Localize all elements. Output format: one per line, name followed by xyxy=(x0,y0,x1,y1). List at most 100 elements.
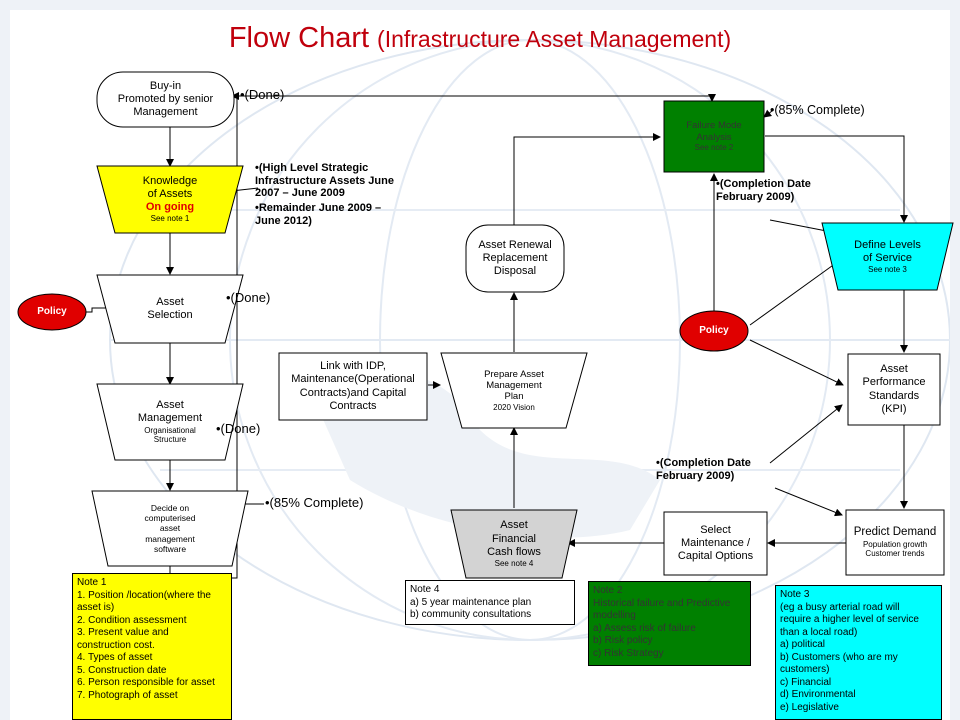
pointer-failure-status xyxy=(763,109,773,118)
link-line-4: Contracts xyxy=(329,399,377,412)
computerised-line-3: asset xyxy=(159,523,181,534)
performance-line-3: Standards xyxy=(868,389,920,402)
predict-sub-1: Population growth xyxy=(862,539,928,549)
levels-note-ref: See note 3 xyxy=(868,264,907,274)
arrow-policy-levels xyxy=(749,257,844,326)
note3-line: (eg a busy arterial road will xyxy=(780,601,900,613)
node-performance: Asset Performance Standards (KPI) xyxy=(848,354,940,425)
note2-line: a) Assess risk of failure xyxy=(593,622,696,634)
note2-line: modelling xyxy=(593,610,636,621)
node-policy-left: Policy xyxy=(18,294,86,330)
node-policy-left-shape xyxy=(17,293,87,331)
annotation-buyin: •(Done) xyxy=(240,87,285,102)
node-renewal: Asset Renewal Replacement Disposal xyxy=(466,225,564,292)
node-prepare: Prepare Asset Management Plan 2020 Visio… xyxy=(462,353,566,428)
performance-line-2: Performance xyxy=(862,376,926,389)
node-knowledge-shape xyxy=(96,165,244,234)
arrow-loop-failure xyxy=(169,94,716,579)
note-1: Note 1 1. Position /location(where the a… xyxy=(72,573,232,720)
node-financial-shape xyxy=(450,509,578,579)
financial-line-3: Cash flows xyxy=(487,545,541,558)
arrow-failure-levels xyxy=(765,135,908,223)
management-sub-2: Structure xyxy=(153,435,187,445)
note1-line: 2. Condition assessment xyxy=(77,614,187,626)
node-selection: Asset Selection xyxy=(115,275,225,343)
node-select-shape xyxy=(663,511,768,576)
node-predict: Predict Demand Population growth Custome… xyxy=(846,510,944,575)
computerised-line-2: computerised xyxy=(144,513,196,524)
node-policy-right-shape xyxy=(679,310,749,352)
note2-line: Historical failure and Predictive xyxy=(593,597,731,609)
note-3: Note 3 (eg a busy arterial road will req… xyxy=(775,585,942,720)
buyin-line-2: Promoted by senior xyxy=(117,92,214,105)
knowledge-status: On going xyxy=(145,201,195,214)
node-computerised: Decide on computerised asset management … xyxy=(108,491,232,566)
note1-line: 4. Types of asset xyxy=(77,652,153,663)
policy-left-label: Policy xyxy=(37,306,67,317)
annotation-failure-date: •(Completion Date February 2009) xyxy=(716,178,811,203)
node-renewal-shape xyxy=(465,224,565,293)
node-failure: Failure Mode Analysis See note 2 xyxy=(664,101,764,172)
note3-line: Note 3 xyxy=(780,589,810,600)
prepare-line-3: Plan xyxy=(504,391,524,403)
note4-line: a) 5 year maintenance plan xyxy=(410,596,532,608)
knowledge-line-1: Knowledge xyxy=(142,174,198,187)
annotation-knowledge-1: •(High Level Strategic Infrastructure As… xyxy=(255,162,394,200)
computerised-line-5: software xyxy=(153,543,187,554)
management-sub-1: Organisational xyxy=(144,425,196,435)
buyin-line-3: Management xyxy=(133,106,198,119)
note1-line: 5. Construction date xyxy=(77,664,167,676)
renewal-line-3: Disposal xyxy=(493,265,537,278)
node-select: Select Maintenance / Capital Options xyxy=(664,512,767,575)
pointer-performance-date xyxy=(769,404,843,464)
annotation-management: •(Done) xyxy=(216,421,261,436)
arrow-policy-performance xyxy=(749,339,844,386)
selection-line-1: Asset xyxy=(156,295,184,308)
slide-title: Flow Chart (Infrastructure Asset Manageme… xyxy=(0,22,960,55)
annotation-selection: •(Done) xyxy=(226,290,271,305)
node-management: Asset Management Organisational Structur… xyxy=(115,384,225,460)
policy-right-label: Policy xyxy=(699,325,729,336)
predict-title: Predict Demand xyxy=(853,526,937,538)
title-main: Flow Chart xyxy=(228,22,370,54)
prepare-sub: 2020 Vision xyxy=(493,402,535,412)
note2-line: Note 2 xyxy=(593,585,623,596)
note-2: Note 2 Historical failure and Predictive… xyxy=(588,581,751,666)
arrow-renewal-failure xyxy=(513,133,661,225)
node-failure-shape xyxy=(663,100,765,173)
node-selection-shape xyxy=(96,274,244,344)
note1-line: 7. Photograph of asset xyxy=(77,689,178,701)
management-line-1: Asset xyxy=(156,399,184,412)
levels-line-1: Define Levels xyxy=(854,238,921,251)
node-buyin: Buy-in Promoted by senior Management xyxy=(97,72,234,127)
annotation-knowledge-2: •Remainder June 2009 – June 2012) xyxy=(255,201,382,227)
annotation-knowledge: •(High Level Strategic Infrastructure As… xyxy=(255,162,405,227)
arrow-policy-selection xyxy=(86,304,115,313)
node-computerised-shape xyxy=(91,490,249,567)
note3-line: than a local road) xyxy=(780,626,858,638)
note3-line: d) Environmental xyxy=(780,689,856,700)
link-line-3: Contracts)and Capital xyxy=(299,386,407,399)
knowledge-line-2: of Assets xyxy=(147,188,193,201)
failure-line-1: Failure Mode xyxy=(686,120,742,132)
note3-line: customers) xyxy=(780,664,830,675)
note-4: Note 4 a) 5 year maintenance plan b) com… xyxy=(405,580,575,625)
failure-note-ref: See note 2 xyxy=(694,143,734,153)
note3-line: c) Financial xyxy=(780,676,832,688)
annotation-performance-date: •(Completion Date February 2009) xyxy=(656,457,751,482)
financial-line-2: Financial xyxy=(491,532,537,545)
node-policy-right: Policy xyxy=(680,313,748,349)
node-link-shape xyxy=(278,352,428,421)
node-performance-shape xyxy=(847,353,941,426)
renewal-line-1: Asset Renewal xyxy=(478,238,552,251)
levels-line-2: of Service xyxy=(863,251,912,264)
node-management-shape xyxy=(96,383,244,461)
pointer-predict-date xyxy=(774,487,843,517)
note3-line: require a higher level of service xyxy=(780,614,919,625)
link-line-1: Link with IDP, xyxy=(320,360,386,373)
management-line-2: Management xyxy=(137,412,203,425)
failure-line-2: Analysis xyxy=(696,131,732,143)
link-line-2: Maintenance(Operational xyxy=(291,373,415,386)
title-sub: (Infrastructure Asset Management) xyxy=(377,26,732,52)
note4-line: b) community consultations xyxy=(410,609,532,620)
